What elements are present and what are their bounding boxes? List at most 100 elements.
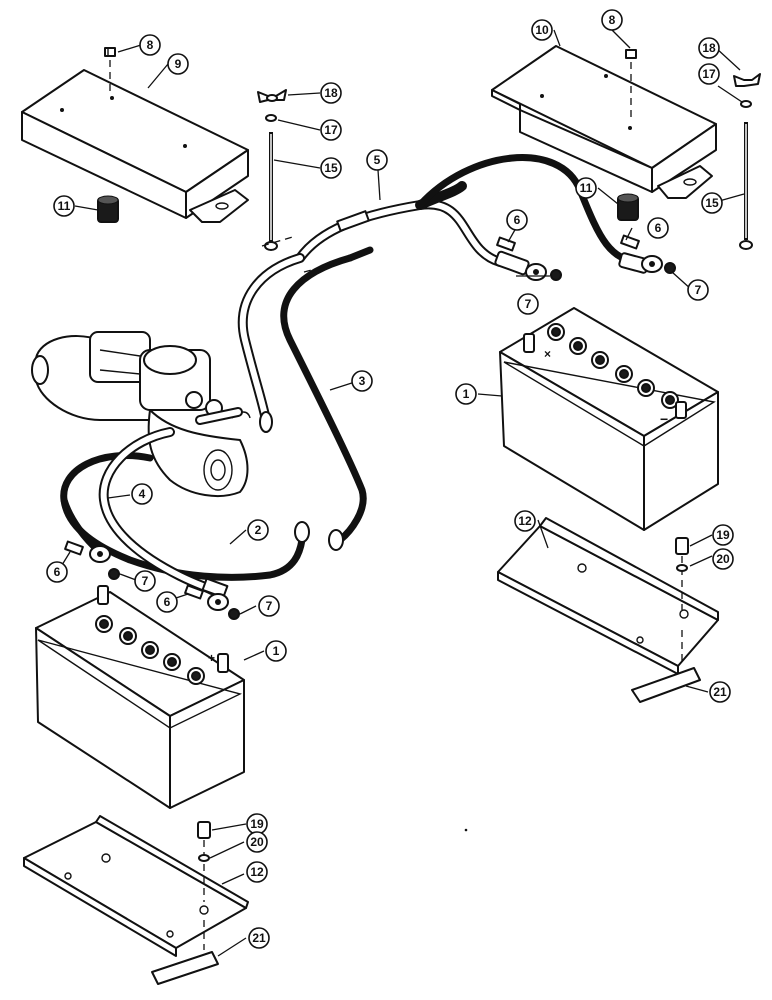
screw-8-right	[625, 49, 637, 120]
callout-4: 4	[131, 483, 153, 505]
callout-6-upper-center: 6	[506, 209, 528, 231]
callout-8-left: 8	[139, 34, 161, 56]
callout-18-right: 18	[698, 37, 720, 59]
svg-text:21: 21	[713, 685, 727, 699]
callout-6-upper-right: 6	[647, 217, 669, 239]
svg-text:7: 7	[142, 574, 149, 588]
svg-text:15: 15	[324, 161, 338, 175]
svg-text:20: 20	[716, 552, 730, 566]
nut-7-upper-center	[550, 269, 562, 281]
cable-4	[98, 407, 243, 595]
callout-20-right: 20	[712, 548, 734, 570]
svg-text:19: 19	[250, 817, 264, 831]
svg-text:1: 1	[463, 387, 470, 401]
callout-20-left: 20	[246, 831, 268, 853]
hold-down-rod-right	[739, 122, 753, 250]
svg-text:6: 6	[54, 565, 61, 579]
callout-8-right: 8	[601, 9, 623, 31]
wing-nut-18-right	[733, 73, 761, 87]
callout-12-right: 12	[514, 510, 536, 532]
battery-cover-right	[491, 45, 717, 199]
cable-3	[280, 246, 374, 551]
cable-white-starter-lead	[237, 235, 305, 433]
callout-15-left: 15	[320, 157, 342, 179]
terminal-clamp-lower-left	[89, 545, 111, 563]
callout-11-right: 11	[575, 177, 597, 199]
callout-1-right: 1	[455, 383, 477, 405]
washer-17-left	[265, 114, 277, 122]
svg-text:15: 15	[705, 196, 719, 210]
callout-17-right: 17	[698, 63, 720, 85]
svg-text:6: 6	[164, 595, 171, 609]
callout-17-left: 17	[320, 119, 342, 141]
screw-8-left	[104, 47, 116, 96]
svg-text:7: 7	[266, 599, 273, 613]
bolt-19-right	[675, 537, 689, 610]
nut-7-lower-center	[228, 608, 240, 620]
terminal-clamp-upper-right	[618, 252, 663, 274]
bolt-19-left	[197, 821, 211, 902]
callout-6-lower-left: 6	[46, 561, 68, 583]
svg-text:2: 2	[255, 523, 262, 537]
nut-7-lower-left	[108, 568, 120, 580]
svg-text:12: 12	[250, 865, 264, 879]
cable-5	[295, 154, 644, 267]
clamp-bar-21-right	[631, 630, 701, 703]
wing-nut-18-left	[257, 89, 287, 103]
svg-text:11: 11	[580, 181, 593, 195]
svg-text:8: 8	[609, 13, 616, 27]
svg-text:18: 18	[324, 86, 338, 100]
battery-right-plus-mark: ×	[544, 347, 551, 361]
bolt-6-upper-right	[620, 234, 640, 250]
svg-text:7: 7	[695, 283, 702, 297]
washer-20-left	[198, 854, 210, 862]
callout-7-upper-right: 7	[687, 279, 709, 301]
callout-21-left: 21	[248, 927, 270, 949]
callout-11-left: 11	[53, 195, 75, 217]
svg-text:6: 6	[655, 221, 662, 235]
callout-1-left: 1	[265, 640, 287, 662]
svg-text:19: 19	[716, 528, 730, 542]
washer-17-right	[740, 100, 752, 108]
battery-left: +	[35, 585, 245, 809]
clamp-bar-21-left	[151, 920, 219, 985]
battery-right-minus-mark: −	[660, 411, 668, 427]
callout-6-lower-center: 6	[156, 591, 178, 613]
hold-down-rod-left	[264, 132, 278, 251]
nut-7-upper-right	[664, 262, 676, 274]
rubber-bumper-11-left	[97, 195, 119, 223]
svg-text:5: 5	[374, 153, 381, 167]
bolt-6-lower-center	[184, 584, 204, 600]
svg-text:17: 17	[702, 67, 716, 81]
callout-5: 5	[366, 149, 388, 171]
svg-text:1: 1	[273, 644, 280, 658]
battery-right: × −	[499, 307, 719, 531]
callout-7-lower-left: 7	[134, 570, 156, 592]
callout-19-right: 19	[712, 524, 734, 546]
svg-text:11: 11	[58, 199, 71, 213]
svg-text:21: 21	[252, 931, 266, 945]
battery-left-plus-mark: +	[208, 651, 215, 665]
svg-text:7: 7	[525, 297, 532, 311]
bolt-6-upper-center	[496, 236, 516, 252]
callout-19-left: 19	[246, 813, 268, 835]
callout-9: 9	[167, 53, 189, 75]
callout-7-upper-center: 7	[517, 293, 539, 315]
battery-cover-left	[21, 69, 249, 223]
terminal-clamp-lower-center	[201, 577, 229, 611]
svg-text:20: 20	[250, 835, 264, 849]
svg-text:12: 12	[518, 514, 532, 528]
svg-text:4: 4	[139, 487, 146, 501]
battery-tray-left	[23, 815, 249, 957]
svg-text:17: 17	[324, 123, 338, 137]
starter-motor	[31, 331, 251, 497]
callout-12-left: 12	[246, 861, 268, 883]
rubber-bumper-11-right	[617, 193, 639, 221]
callout-2: 2	[247, 519, 269, 541]
svg-text:8: 8	[147, 38, 154, 52]
bolt-6-lower-left	[64, 540, 84, 556]
callout-3: 3	[351, 370, 373, 392]
callout-15-right: 15	[701, 192, 723, 214]
callout-7-lower-center: 7	[258, 595, 280, 617]
